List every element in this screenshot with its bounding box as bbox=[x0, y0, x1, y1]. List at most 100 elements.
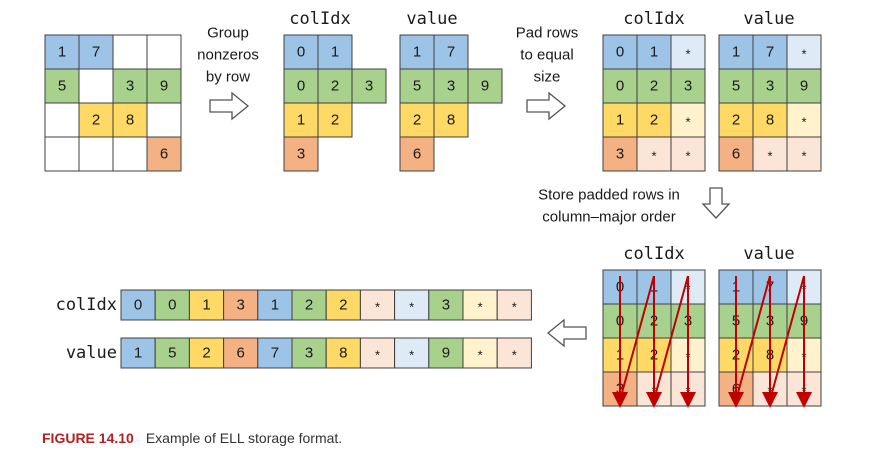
result-colidx-cell-text: * bbox=[409, 300, 414, 315]
step2-colidx-cell-text: 0 bbox=[616, 44, 624, 61]
step2-label-line: to equal bbox=[520, 47, 573, 64]
step1-value-cell bbox=[399, 34, 435, 70]
step1-value-title: value bbox=[406, 9, 457, 29]
matrix-cell bbox=[44, 34, 80, 70]
result-colidx-cell-text: * bbox=[512, 300, 517, 315]
step4-arrow bbox=[546, 318, 587, 348]
result-value-cell-text: 8 bbox=[339, 345, 347, 362]
result-value-cell bbox=[120, 337, 156, 369]
result-value-cell bbox=[462, 337, 498, 369]
result-colidx-cell bbox=[496, 289, 532, 321]
step2-colidx-cell bbox=[602, 102, 638, 138]
matrix-cell bbox=[146, 136, 182, 172]
step1-value-cell-text: 8 bbox=[447, 112, 455, 129]
step1-colidx-cell-text: 2 bbox=[331, 78, 339, 95]
step2-value-cell-text: * bbox=[801, 47, 806, 62]
step1-value-cell bbox=[399, 68, 435, 104]
step2-colidx-cell bbox=[670, 136, 706, 172]
result-colidx-cell bbox=[462, 289, 498, 321]
result-colidx-cell bbox=[154, 289, 190, 321]
result-value-cell-text: * bbox=[409, 348, 414, 363]
result-colidx-cell-text: 3 bbox=[237, 297, 245, 314]
result-colidx-cell-text: 0 bbox=[168, 297, 176, 314]
step2-colidx-cell-text: 1 bbox=[650, 44, 658, 61]
result-value-cell-text: 9 bbox=[442, 345, 450, 362]
result-colidx-cell bbox=[359, 289, 396, 321]
step1-label-line: nonzeros bbox=[197, 47, 259, 64]
step2-label-line: Pad rows bbox=[516, 25, 579, 42]
result-colidx-label: colIdx bbox=[56, 295, 117, 315]
matrix-cell bbox=[112, 34, 148, 70]
step1-colidx-cell-text: 1 bbox=[331, 44, 339, 61]
matrix-cell bbox=[44, 136, 80, 172]
matrix-cell bbox=[78, 68, 114, 104]
step2-colidx-title: colIdx bbox=[623, 9, 684, 29]
matrix-cell bbox=[78, 136, 114, 172]
matrix-cell-text: 7 bbox=[92, 44, 100, 61]
step2-colidx-cell bbox=[636, 68, 672, 104]
result-colidx-cell bbox=[120, 289, 156, 321]
result-colidx-cell bbox=[257, 289, 293, 321]
step2-label-line: size bbox=[534, 69, 561, 86]
step3-value-diagonal-arrow bbox=[769, 275, 805, 401]
step1-value-cell-text: 1 bbox=[413, 44, 421, 61]
step1-colidx-cell-text: 1 bbox=[297, 112, 305, 129]
result-value-cell bbox=[359, 337, 396, 369]
matrix-cell bbox=[78, 34, 114, 70]
step3-colidx-diagonal-arrow bbox=[653, 275, 689, 401]
step2-value-cell-text: 2 bbox=[732, 112, 740, 129]
step1-value-cell bbox=[399, 136, 435, 172]
step2-value-cell-text: 5 bbox=[732, 78, 740, 95]
matrix-cell bbox=[146, 102, 182, 138]
result-value-cell-text: * bbox=[478, 348, 483, 363]
result-colidx-cell bbox=[188, 289, 225, 321]
step2-value-cell-text: 7 bbox=[766, 44, 774, 61]
result-value-cell bbox=[428, 337, 464, 369]
step2-value-cell-text: * bbox=[801, 149, 806, 164]
figure-caption: FIGURE 14.10 Example of ELL storage forma… bbox=[42, 430, 342, 446]
matrix-cell bbox=[112, 136, 148, 172]
step1-value-cell-text: 5 bbox=[413, 78, 421, 95]
step1-value-cell bbox=[399, 102, 435, 138]
step2-colidx-cell-text: 3 bbox=[616, 146, 624, 163]
step1-colidx-cell-text: 3 bbox=[297, 146, 305, 163]
step1-label-line: Group bbox=[207, 25, 249, 42]
result-colidx-cell-text: 1 bbox=[202, 297, 210, 314]
step1-value-cell-text: 6 bbox=[413, 146, 421, 163]
step2-colidx-cell-text: 2 bbox=[650, 112, 658, 129]
step2-value-cell-text: * bbox=[767, 149, 772, 164]
step2-colidx-cell bbox=[670, 34, 706, 70]
result-colidx-cell bbox=[223, 289, 259, 321]
matrix-cell bbox=[78, 102, 114, 138]
step2-value-cell bbox=[786, 136, 822, 172]
result-value-cell bbox=[394, 337, 430, 369]
step2-colidx-cell-text: 1 bbox=[616, 112, 624, 129]
step2-value-cell-text: 6 bbox=[732, 146, 740, 163]
result-colidx-cell-text: * bbox=[478, 300, 483, 315]
figure-caption-text: Example of ELL storage format. bbox=[145, 430, 343, 446]
result-colidx-cell-text: 2 bbox=[305, 297, 313, 314]
matrix-cell-text: 9 bbox=[160, 78, 168, 95]
figure-number: FIGURE 14.10 bbox=[42, 430, 134, 446]
step1-arrow bbox=[209, 91, 250, 121]
step1-colidx-cell-text: 2 bbox=[331, 112, 339, 129]
result-value-cell-text: 2 bbox=[202, 345, 210, 362]
result-value-cell bbox=[154, 337, 190, 369]
step3-label-line: column–major order bbox=[542, 209, 675, 226]
step1-value-cell bbox=[433, 102, 469, 138]
step2-value-cell bbox=[718, 136, 754, 172]
step2-value-cell bbox=[752, 136, 788, 172]
step2-value-cell-text: * bbox=[801, 115, 806, 130]
result-value-cell bbox=[223, 337, 259, 369]
result-value-cell-text: * bbox=[512, 348, 517, 363]
step3-colidx-diagonal-arrow bbox=[619, 275, 655, 401]
step2-value-cell bbox=[786, 34, 822, 70]
step2-value-cell bbox=[786, 68, 822, 104]
step2-colidx-cell-text: * bbox=[685, 47, 690, 62]
step1-value-cell-text: 2 bbox=[413, 112, 421, 129]
result-colidx-cell-text: 2 bbox=[339, 297, 347, 314]
step1-colidx-cell bbox=[317, 102, 353, 138]
step2-value-cell bbox=[718, 34, 754, 70]
step2-colidx-cell-text: * bbox=[651, 149, 656, 164]
